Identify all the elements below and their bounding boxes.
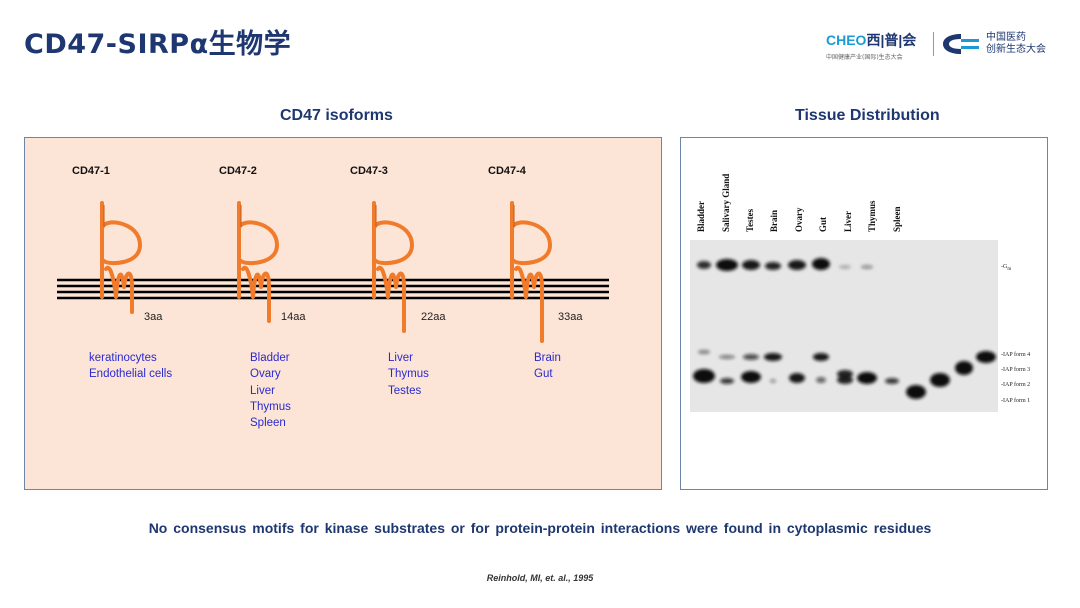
blot-band <box>976 351 996 363</box>
blot-band <box>716 259 738 271</box>
blot-band <box>861 265 873 269</box>
iap-marker-label: -IAP form 2 <box>1001 382 1031 388</box>
blot-band <box>697 261 711 269</box>
blot-band <box>812 258 830 270</box>
cheo-brand-text: CHEO <box>826 32 867 48</box>
partner-logo-icon <box>943 34 979 54</box>
blot-band <box>698 350 710 354</box>
iap-marker-label: -IAP form 4 <box>1001 352 1031 358</box>
blot-band <box>764 353 782 361</box>
tissue-item: Spleen <box>250 417 286 430</box>
blot-band <box>720 378 734 384</box>
partner-line2: 创新生态大会 <box>986 44 1046 55</box>
isoform-label: CD47-3 <box>350 165 388 177</box>
tissue-item: Thymus <box>250 400 291 413</box>
tissue-item: Testes <box>388 384 422 397</box>
cheo-logo: CHEO西|普|会 中国健康产业(国际)生态大会 <box>826 30 926 61</box>
blot-band <box>906 385 926 399</box>
cd47-protein-glyph <box>100 201 142 314</box>
tissue-list: Bladder Ovary Liver Thymus Spleen <box>250 350 291 431</box>
cd47-protein-glyph <box>510 201 552 343</box>
blot-band <box>930 373 950 387</box>
blot-band <box>770 379 776 383</box>
lane-label: Salivary Gland <box>721 173 731 232</box>
cd47-protein-glyph <box>237 201 279 323</box>
tissue-list: Liver Thymus Testes <box>388 350 429 399</box>
lane-label: Ovary <box>794 207 804 233</box>
tissue-item: keratinocytes <box>89 352 157 364</box>
lane-label: Testes <box>745 208 755 232</box>
blot-band <box>789 373 805 383</box>
tissue-item: Liver <box>250 384 275 397</box>
tissue-item: Liver <box>388 352 413 364</box>
lane-label: Gut <box>818 216 828 232</box>
iap-marker-label: -IAP form 3 <box>1001 367 1031 373</box>
isoform-label: CD47-4 <box>488 165 526 177</box>
isoform-diagram <box>57 201 609 343</box>
lane-label: Liver <box>843 211 853 232</box>
tissue-item: Ovary <box>250 368 281 381</box>
cheo-cn-text: 西|普|会 <box>866 32 917 48</box>
blot-band <box>765 262 781 270</box>
isoforms-heading: CD47 isoforms <box>280 107 393 124</box>
tissue-list: keratinocytes Endothelial cells <box>89 350 172 383</box>
blot-band <box>839 265 851 269</box>
lane-label: Bladder <box>696 200 706 232</box>
tail-length-label: 3aa <box>144 311 163 323</box>
tail-length-label: 33aa <box>558 311 583 323</box>
cell-membrane <box>57 278 609 300</box>
partner-line1: 中国医药 <box>986 32 1026 43</box>
tissue-heading: Tissue Distribution <box>795 107 940 124</box>
isoform-label: CD47-2 <box>219 165 257 177</box>
tissue-item: Brain <box>534 352 561 364</box>
blot-band <box>743 354 759 360</box>
blot-band <box>857 372 877 384</box>
blot-band <box>719 355 735 359</box>
cd47-protein-glyph <box>372 201 414 333</box>
isoforms-panel <box>24 137 662 490</box>
tail-length-label: 22aa <box>421 311 446 323</box>
blot-band <box>741 371 761 383</box>
tissue-list: Brain Gut <box>534 350 561 383</box>
blot-band <box>742 260 760 270</box>
blot-band <box>788 260 806 270</box>
tissue-item: Gut <box>534 368 553 381</box>
tail-length-label: 14aa <box>281 311 306 323</box>
logo-divider <box>933 32 934 56</box>
lane-label: Thymus <box>867 200 877 232</box>
citation: Reinhold, MI, et. al., 1995 <box>486 573 594 583</box>
slide-title: CD47-SIRPα生物学 <box>24 29 292 60</box>
blot-band <box>837 376 853 384</box>
partner-logo-text: 中国医药 创新生态大会 <box>986 32 1046 56</box>
blot-band <box>693 369 715 383</box>
western-blot-image <box>690 240 998 412</box>
lane-label: Spleen <box>892 206 902 232</box>
lane-label: Brain <box>769 209 779 232</box>
gm-marker-label: -Gm <box>1001 264 1012 273</box>
blot-band <box>837 370 853 378</box>
tissue-item: Thymus <box>388 368 429 381</box>
tissue-item: Bladder <box>250 352 290 364</box>
isoform-label: CD47-1 <box>72 165 110 177</box>
blot-band <box>813 353 829 361</box>
footer-note: No consensus motifs for kinase substrate… <box>148 520 932 536</box>
cheo-subtitle: 中国健康产业(国际)生态大会 <box>826 54 903 61</box>
iap-marker-label: -IAP form 1 <box>1001 398 1031 404</box>
blot-band <box>816 377 826 383</box>
blot-band <box>955 361 973 375</box>
blot-band <box>885 378 899 384</box>
tissue-item: Endothelial cells <box>89 368 173 381</box>
